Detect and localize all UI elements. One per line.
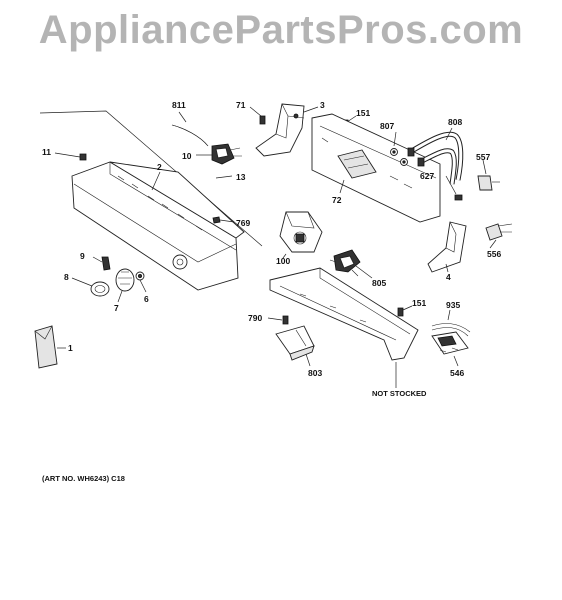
not-stocked-note: NOT STOCKED [372, 389, 427, 398]
part-151-screw-lower[interactable] [397, 305, 413, 317]
part-10-switch[interactable] [196, 143, 242, 165]
label-10[interactable]: 10 [182, 151, 192, 161]
label-100[interactable]: 100 [276, 256, 291, 266]
part-803-cover[interactable] [275, 325, 315, 367]
label-151-upper[interactable]: 151 [356, 108, 371, 118]
label-807[interactable]: 807 [380, 121, 395, 131]
part-100-timer[interactable] [279, 211, 323, 259]
part-790-screw[interactable] [267, 315, 289, 325]
part-769-screw[interactable] [212, 216, 235, 224]
part-6-nut[interactable] [135, 271, 147, 293]
part-7-dial[interactable] [115, 268, 135, 303]
part-557-thermistor[interactable] [477, 159, 500, 191]
part-546-board[interactable] [431, 331, 469, 367]
label-556[interactable]: 556 [487, 249, 502, 259]
label-769[interactable]: 769 [236, 218, 251, 228]
label-808[interactable]: 808 [448, 117, 463, 127]
label-11[interactable]: 11 [42, 147, 51, 157]
part-807-grommets[interactable] [390, 131, 408, 166]
part-8-knob[interactable] [71, 277, 110, 297]
part-71-screw[interactable] [249, 106, 266, 125]
part-11-screw[interactable] [54, 152, 87, 161]
label-557[interactable]: 557 [476, 152, 491, 162]
part-808-hoses[interactable] [407, 127, 464, 185]
part-811-wire-harness[interactable] [171, 111, 209, 147]
part-console-base-rail[interactable] [269, 267, 419, 388]
lead-13 [215, 175, 233, 179]
art-number-caption: (ART NO. WH6243) C18 [42, 474, 125, 483]
label-935[interactable]: 935 [446, 300, 461, 310]
label-3[interactable]: 3 [320, 100, 325, 110]
part-556-wire-assembly[interactable] [485, 223, 513, 249]
label-790[interactable]: 790 [248, 313, 263, 323]
label-4[interactable]: 4 [446, 272, 451, 282]
label-811[interactable]: 811 [172, 100, 186, 110]
part-805-switch[interactable] [329, 249, 373, 279]
label-7[interactable]: 7 [114, 303, 119, 313]
label-72[interactable]: 72 [332, 195, 342, 205]
label-2[interactable]: 2 [157, 162, 162, 172]
label-1[interactable]: 1 [68, 343, 73, 353]
watermark-text: AppliancePartsPros.com [38, 8, 524, 52]
label-8[interactable]: 8 [64, 272, 69, 282]
label-9[interactable]: 9 [80, 251, 85, 261]
label-13[interactable]: 13 [236, 172, 246, 182]
part-935-harness[interactable] [431, 309, 471, 337]
label-151-lower[interactable]: 151 [412, 298, 427, 308]
part-1-manual[interactable] [34, 325, 66, 369]
part-9-clip[interactable] [92, 256, 111, 271]
part-2-control-panel[interactable] [71, 161, 245, 291]
label-805[interactable]: 805 [372, 278, 387, 288]
part-627-clip[interactable] [445, 175, 463, 201]
label-71[interactable]: 71 [236, 100, 246, 110]
label-627[interactable]: 627 [420, 171, 435, 181]
label-6[interactable]: 6 [144, 294, 149, 304]
label-803[interactable]: 803 [308, 368, 323, 378]
label-546[interactable]: 546 [450, 368, 465, 378]
part-72-backsplash[interactable] [311, 113, 441, 223]
part-3-end-cap[interactable] [255, 103, 319, 157]
part-4-end-cap[interactable] [427, 221, 467, 273]
